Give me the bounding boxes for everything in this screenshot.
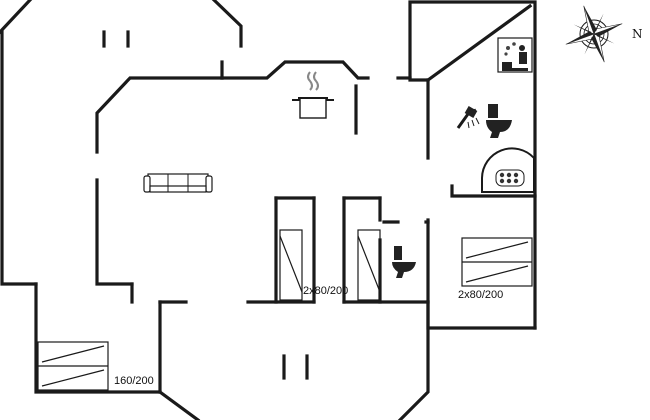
compass-rose-icon <box>565 5 623 63</box>
door-ticks <box>102 30 454 380</box>
bed-label-right: 2x80/200 <box>458 289 503 301</box>
sauna-icon <box>497 37 533 73</box>
compass-north-label: N <box>632 27 643 41</box>
walls <box>0 0 537 420</box>
kitchen-pot-icon <box>292 71 334 119</box>
sofa-icon <box>143 173 213 193</box>
bed-lower-left <box>37 341 109 391</box>
bed-lower-right <box>461 237 533 287</box>
bed-label-central: 2x80/200 <box>303 285 348 297</box>
toilet-icon <box>392 246 416 278</box>
bed-left-central <box>279 229 303 301</box>
jacuzzi-icon <box>481 147 535 193</box>
bed-right-central <box>357 229 381 301</box>
bed-label-left: 160/200 <box>114 375 154 387</box>
sauna-diagonal <box>425 3 533 83</box>
toilet-icon <box>486 104 512 138</box>
shower-icon <box>456 106 480 129</box>
